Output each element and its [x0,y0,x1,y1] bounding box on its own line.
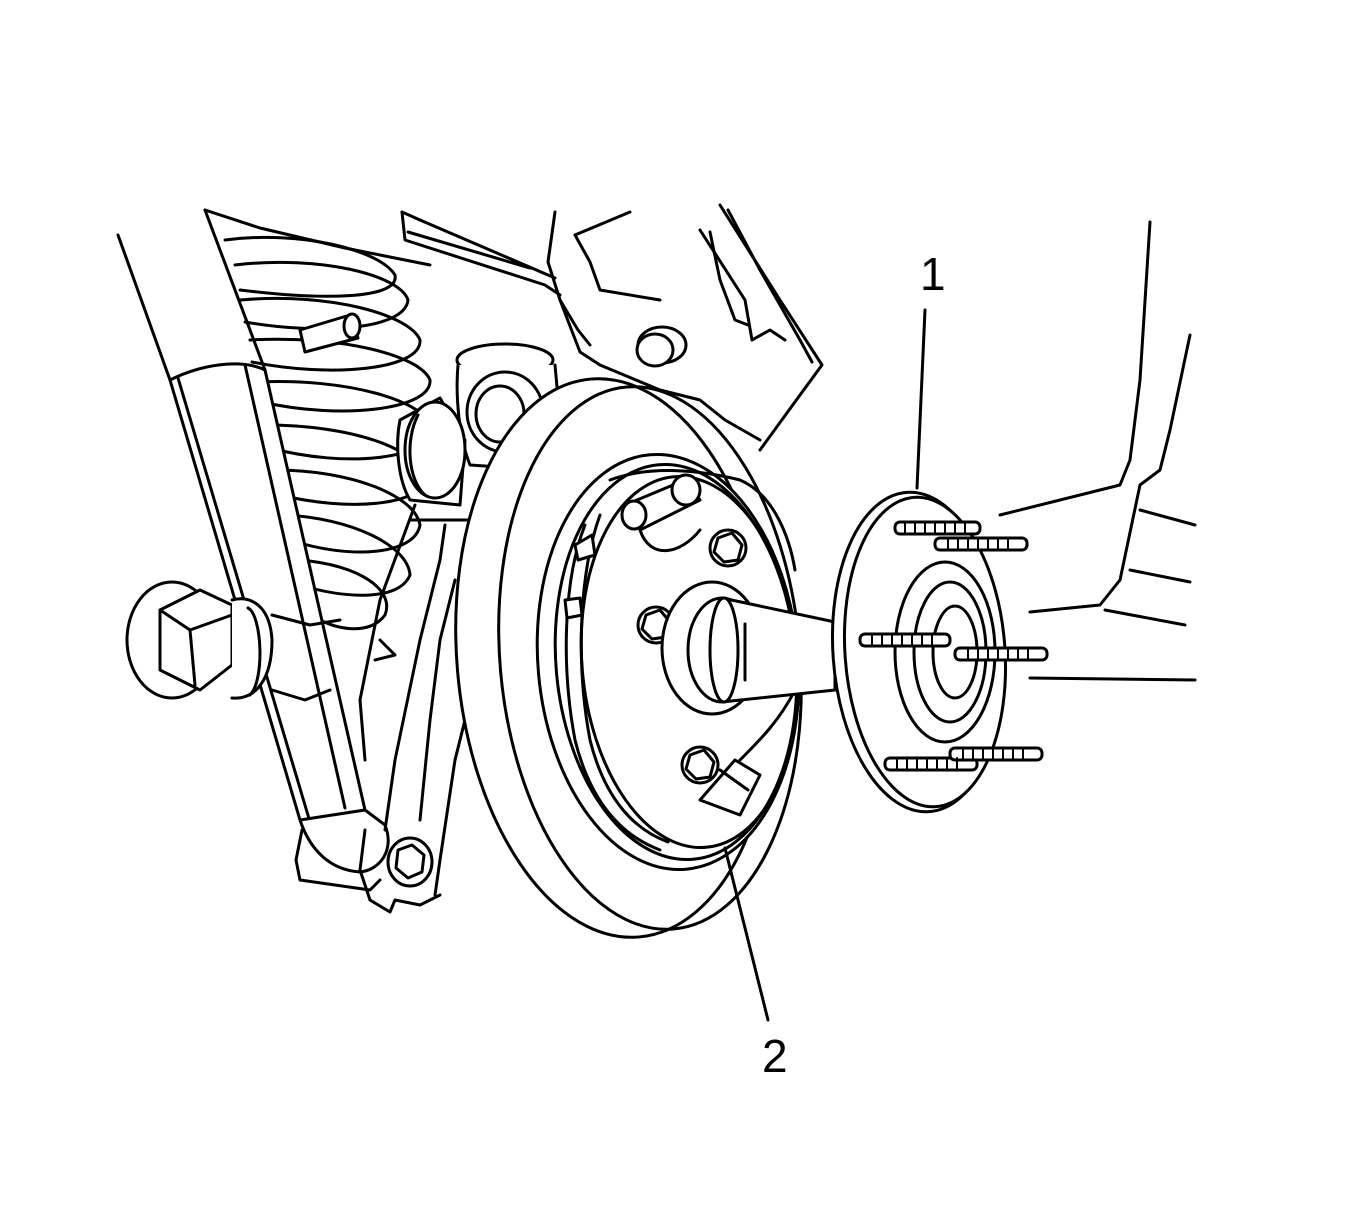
callout-2: 2 [723,846,788,1082]
shock-absorber [116,208,390,892]
callout-1: 1 [915,248,946,490]
axle-bushing [125,580,342,702]
wheel-studs [858,520,1049,772]
callout-1-label: 1 [920,248,946,300]
body-frame [203,203,824,452]
frame-bolt [635,325,688,368]
right-body-panel [998,220,1197,682]
coil-spring [223,235,434,631]
axle-spindle [660,580,837,716]
callout-2-label: 2 [762,1030,788,1082]
backing-plate-bolts [636,528,748,785]
brake-shoes [563,469,797,852]
